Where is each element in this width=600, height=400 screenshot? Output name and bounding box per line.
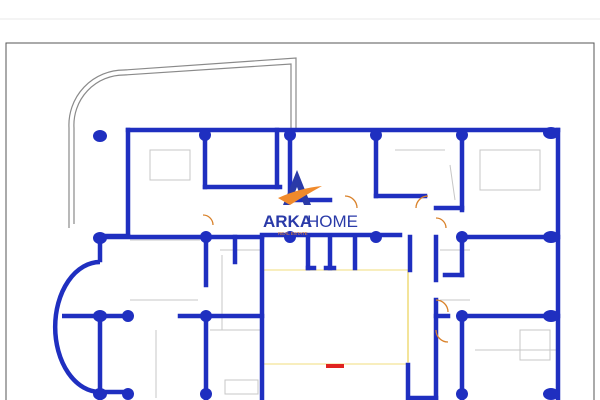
rotunda [52, 259, 101, 395]
interior-lines [130, 149, 560, 398]
central-hall [261, 269, 409, 365]
logo-swoosh [278, 186, 322, 205]
logo-tagline: REAL ESTATE [278, 231, 308, 236]
logo-brand-primary: ARKA [263, 212, 312, 231]
columns [93, 127, 559, 400]
sheet-frame [5, 42, 595, 400]
arkahome-logo: ARKA HOME REAL ESTATE [263, 170, 358, 236]
doors [202, 195, 449, 343]
logo-brand-secondary: HOME [307, 212, 358, 231]
red-mark [326, 364, 344, 368]
walls [97, 127, 561, 400]
terrace [68, 57, 297, 228]
